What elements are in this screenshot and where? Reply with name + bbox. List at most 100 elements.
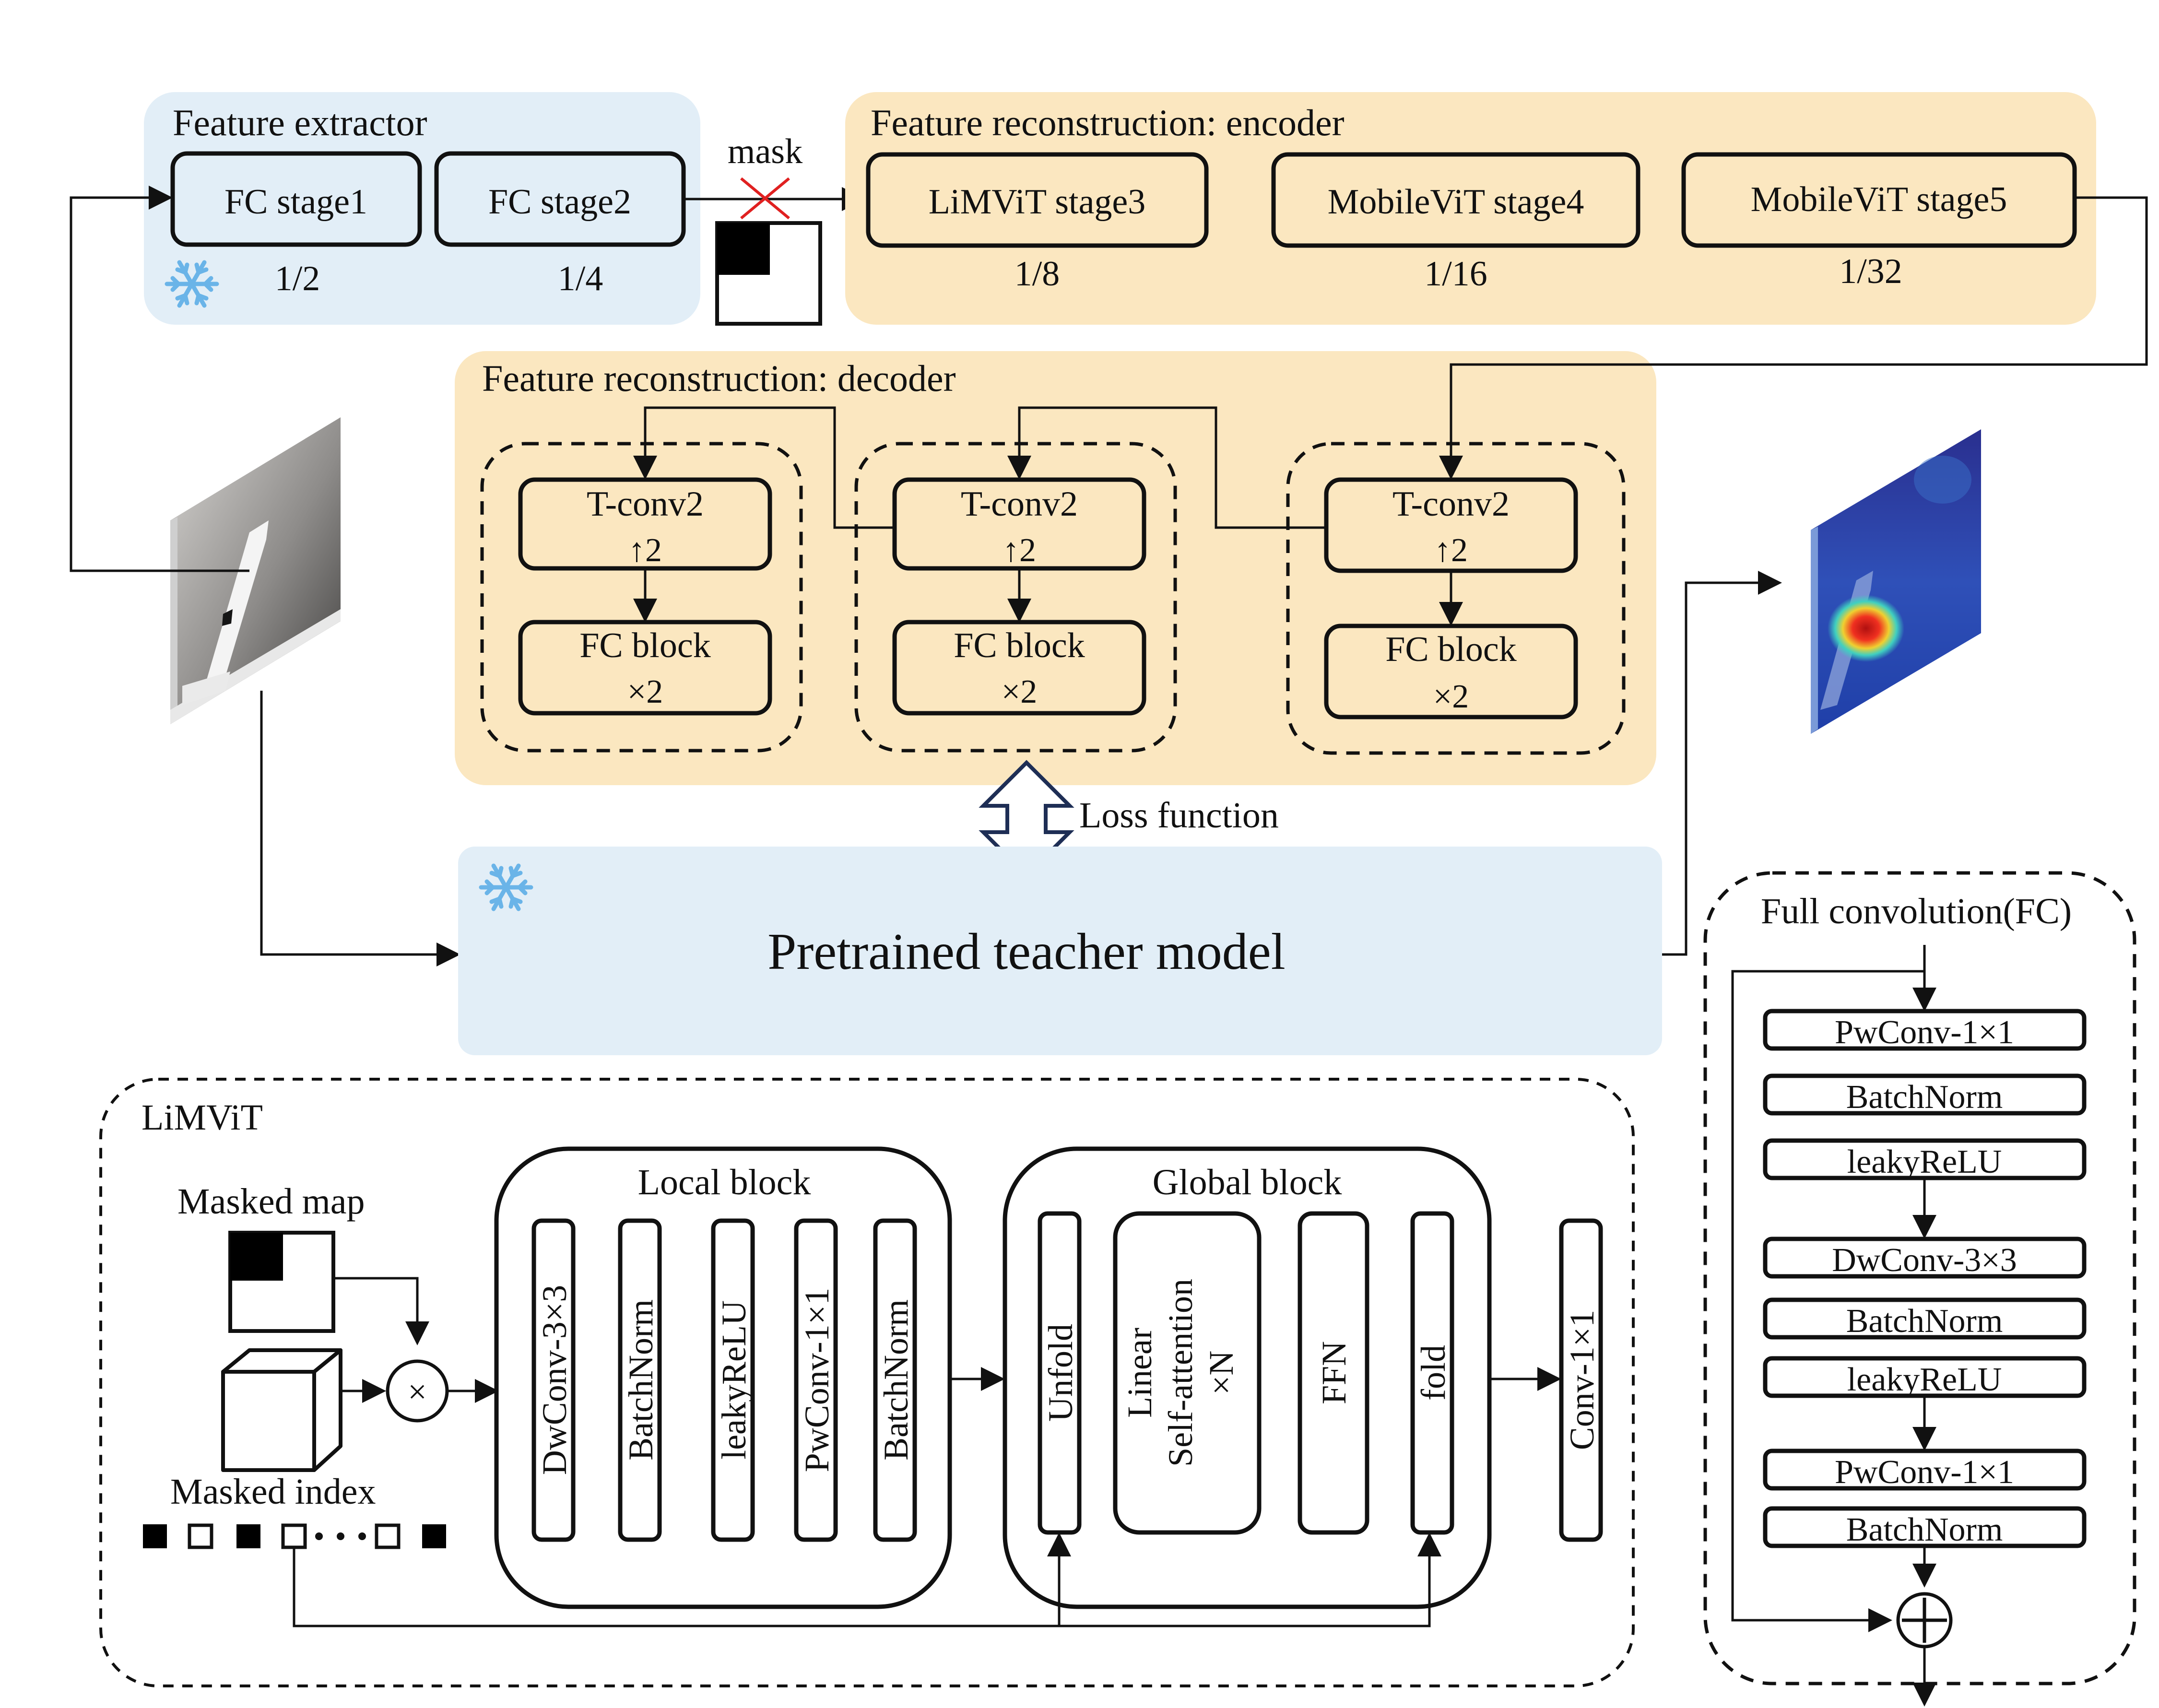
self-attention-line1: Linear (1121, 1328, 1159, 1418)
teacher-to-output-arrow (1656, 571, 1782, 956)
decoder-block-1 (480, 442, 803, 753)
index-token-visible (188, 1523, 213, 1549)
fc-detail-panel: Full convolution(FC) PwConv-1×1 BatchNor… (1703, 871, 2136, 1707)
dec2-to-dec1-arrow (633, 406, 895, 529)
local-layer-box[interactable] (711, 1218, 755, 1542)
multiply-icon: × (386, 1359, 449, 1423)
stage3-scale: 1/8 (1015, 254, 1060, 294)
local-layer-label: BatchNorm (877, 1299, 915, 1461)
fc-layer-label: BatchNorm (1846, 1079, 2003, 1116)
tconv-label-2: T-conv2 (961, 484, 1078, 524)
mobilevit-stage4-label: MobileViT stage4 (1328, 182, 1584, 222)
decoder-panel: Feature reconstruction: decoder T-conv2 … (455, 351, 1656, 785)
fc-block-label-1: FC block (579, 626, 710, 665)
fc-stage2-label: FC stage2 (488, 182, 631, 222)
fc-layer-label: leakyReLU (1847, 1143, 2002, 1180)
encoder-title: Feature reconstruction: encoder (871, 102, 1345, 143)
fc-layer-box[interactable] (1763, 1073, 2087, 1116)
dec3-to-dec2-arrow (1007, 406, 1326, 529)
ffn-label: FFN (1315, 1341, 1353, 1404)
mask-label: mask (728, 132, 802, 171)
conv-out-box[interactable] (1559, 1218, 1603, 1542)
local-layer-box[interactable] (794, 1218, 838, 1542)
local-layers: DwConv-3×3 BatchNorm leakyReLU PwConv-1×… (531, 1218, 917, 1542)
local-layer-box[interactable] (531, 1218, 576, 1542)
encoder-bg (845, 92, 2096, 325)
limvit-border (99, 1078, 1635, 1687)
local-block-title: Local block (638, 1162, 811, 1202)
fc-stage1-label: FC stage1 (224, 182, 367, 222)
stage4-scale: 1/16 (1424, 254, 1487, 294)
mask-cross-icon (740, 177, 790, 220)
fc-block-times-3: ×2 (1433, 678, 1469, 715)
masked-index-sequence (143, 1523, 446, 1549)
local-layer-box[interactable] (618, 1218, 662, 1542)
stage5-scale: 1/32 (1839, 252, 1902, 291)
local-layer-box[interactable] (873, 1218, 917, 1542)
fc-block-label-2: FC block (954, 626, 1085, 665)
conv-out-label: Conv-1×1 (1563, 1310, 1601, 1450)
fc-detail-border (1703, 871, 2136, 1685)
local-layer-label: DwConv-3×3 (535, 1285, 574, 1475)
index-token-visible (375, 1523, 401, 1549)
decoder-block-2 (854, 442, 1177, 753)
limvit-panel: LiMViT Masked map × Masked index (99, 1078, 1635, 1687)
index-token-masked (236, 1524, 260, 1548)
fc-layer-label: BatchNorm (1846, 1511, 2003, 1548)
local-layer-label: BatchNorm (622, 1299, 660, 1461)
mask-to-multiply-arrow (333, 1277, 429, 1345)
feature-extractor-title: Feature extractor (173, 102, 427, 143)
index-to-fold-arrow (293, 1532, 1441, 1627)
tconv-box-2[interactable] (892, 477, 1146, 571)
global-block-title: Global block (1153, 1162, 1342, 1202)
tconv-label-3: T-conv2 (1392, 484, 1510, 524)
snowflake-icon (479, 863, 533, 911)
fc-layer-box[interactable] (1763, 1297, 2087, 1340)
limvit-stage3-label: LiMViT stage3 (929, 182, 1146, 222)
fc-layer-label: PwConv-1×1 (1835, 1454, 2014, 1491)
unfold-label: Unfold (1041, 1324, 1080, 1422)
fc-residual-arrow (1731, 970, 1924, 1632)
input-to-teacher-arrow (260, 691, 460, 966)
fc-block-times-2: ×2 (1002, 673, 1037, 710)
mobilevit-stage5-box[interactable] (1681, 152, 2077, 248)
upsample-label-3: ↑2 (1434, 532, 1468, 569)
fc-layer-label: DwConv-3×3 (1832, 1242, 2017, 1279)
fc-layer-box[interactable] (1763, 1449, 2087, 1491)
fc-layer-box[interactable] (1763, 1237, 2087, 1279)
tconv-label-1: T-conv2 (587, 484, 704, 524)
fc-stage2-scale: 1/4 (558, 259, 603, 298)
add-icon (1896, 1592, 1953, 1649)
fc-layer-label: PwConv-1×1 (1835, 1014, 2014, 1051)
mobilevit-stage5-label: MobileViT stage5 (1751, 180, 2007, 219)
input-to-extractor-arrow (70, 186, 249, 572)
index-token-masked (422, 1524, 446, 1548)
loss-function-label: Loss function (1079, 795, 1279, 836)
output-heatmap-icon (1811, 429, 1981, 734)
fc-block-label-3: FC block (1385, 630, 1516, 669)
fc-layer-label: leakyReLU (1847, 1361, 2002, 1398)
tconv-box-3[interactable] (1324, 477, 1578, 573)
fc-block-box-3[interactable] (1324, 624, 1578, 719)
self-attention-line2: Self-attention (1161, 1279, 1200, 1467)
self-attention-line3: ×N (1202, 1351, 1240, 1395)
limvit-stage3-box[interactable] (866, 152, 1209, 248)
fc-stage1-scale: 1/2 (275, 259, 320, 298)
self-attention-box[interactable] (1113, 1211, 1262, 1535)
ffn-box[interactable] (1298, 1211, 1369, 1535)
local-layer-label: leakyReLU (715, 1300, 753, 1460)
input-image-icon (170, 417, 341, 724)
stage5-to-decoder-arrow (1439, 196, 2148, 480)
feature-extractor-bg (144, 92, 700, 325)
teacher-model-box[interactable] (458, 847, 1662, 1055)
fc-layer-label: BatchNorm (1846, 1303, 2003, 1340)
fc-stage1-box[interactable] (170, 151, 422, 247)
decoder-block-3 (1286, 442, 1626, 755)
tconv-box-1[interactable] (518, 477, 772, 571)
mask-icon (228, 1231, 335, 1333)
fc-block-times-1: ×2 (627, 673, 663, 710)
mobilevit-stage4-box[interactable] (1271, 152, 1640, 248)
upsample-label-2: ↑2 (1003, 532, 1036, 569)
mask-icon (715, 221, 822, 326)
